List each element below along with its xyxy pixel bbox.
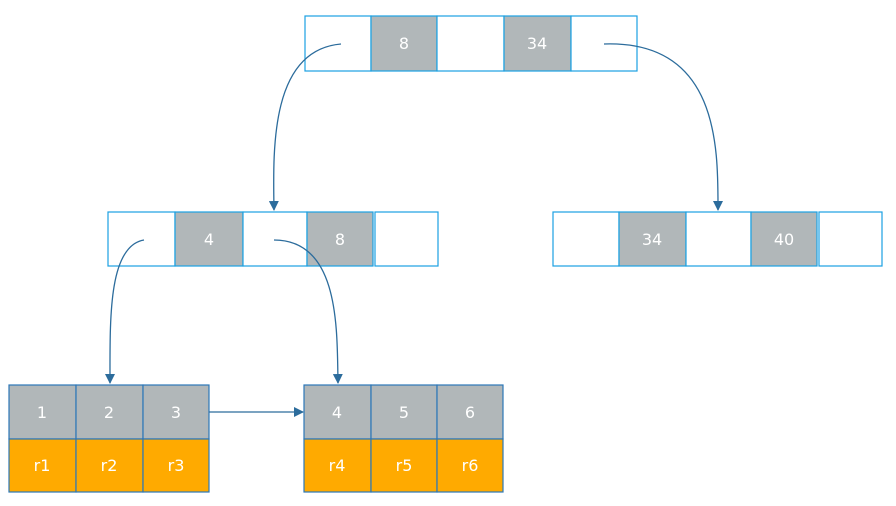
- internal-right-pointer-cell-2: [685, 211, 752, 267]
- leaf-right-key-3: 6: [465, 403, 475, 422]
- internal-left-key-1: 4: [204, 230, 214, 249]
- root-key-1: 8: [399, 34, 409, 53]
- root-key-2: 34: [527, 34, 547, 53]
- leaf-right-row-1: r4: [329, 456, 346, 475]
- internal-right-pointer-cell-1: [552, 211, 620, 267]
- leaf-right-key-1: 4: [332, 403, 342, 422]
- internal-left-to-leaf-left-arrow: [104, 239, 145, 384]
- leaf-right-row-2: r5: [396, 456, 413, 475]
- leaf-left-row-3: r3: [168, 456, 185, 475]
- leaf-right-key-2: 5: [399, 403, 409, 422]
- internal-node-right: 34 40: [552, 211, 883, 267]
- root-to-right-internal-arrow: [603, 43, 724, 211]
- internal-left-key-2: 8: [335, 230, 345, 249]
- internal-left-to-leaf-right-arrow: [273, 239, 343, 384]
- leaf-node-right: 4 5 6 r4 r5 r6: [303, 384, 504, 493]
- leaf-left-key-cell-1: [8, 384, 77, 440]
- root-pointer-cell-2: [436, 15, 505, 72]
- leaf-right-row-cell-1: [303, 438, 372, 493]
- root-to-left-internal-arrow: [268, 43, 342, 211]
- leaf-left-key-3: 3: [171, 403, 181, 422]
- leaf-left-row-2: r2: [101, 456, 118, 475]
- root-key-cell-1: [370, 15, 438, 72]
- internal-right-key-cell-2: [750, 211, 818, 267]
- leaf-node-left: 1 2 3 r1 r2 r3: [8, 384, 210, 493]
- internal-left-pointer-cell-1: [107, 211, 176, 267]
- leaf-right-key-cell-1: [303, 384, 372, 440]
- internal-right-key-2: 40: [774, 230, 794, 249]
- leaf-right-key-cell-3: [436, 384, 504, 440]
- root-pointer-cell-1: [304, 15, 372, 72]
- leaf-right-row-cell-2: [370, 438, 438, 493]
- leaf-left-key-1: 1: [37, 403, 47, 422]
- leaf-left-key-2: 2: [104, 403, 114, 422]
- internal-left-key-cell-2: [306, 211, 374, 267]
- leaf-left-row-cell-2: [75, 438, 144, 493]
- internal-node-left: 4 8: [107, 211, 439, 267]
- internal-left-pointer-cell-3: [374, 211, 439, 267]
- leaf-right-row-cell-3: [436, 438, 504, 493]
- internal-right-key-1: 34: [642, 230, 662, 249]
- leaf-right-row-3: r6: [462, 456, 479, 475]
- leaf-left-row-cell-3: [142, 438, 210, 493]
- leaf-left-row-1: r1: [34, 456, 51, 475]
- internal-right-key-cell-1: [618, 211, 687, 267]
- internal-right-pointer-cell-3: [818, 211, 883, 267]
- root-key-cell-2: [503, 15, 572, 72]
- internal-left-pointer-cell-2: [242, 211, 308, 267]
- leaf-left-key-cell-3: [142, 384, 210, 440]
- root-node: 8 34: [304, 15, 638, 72]
